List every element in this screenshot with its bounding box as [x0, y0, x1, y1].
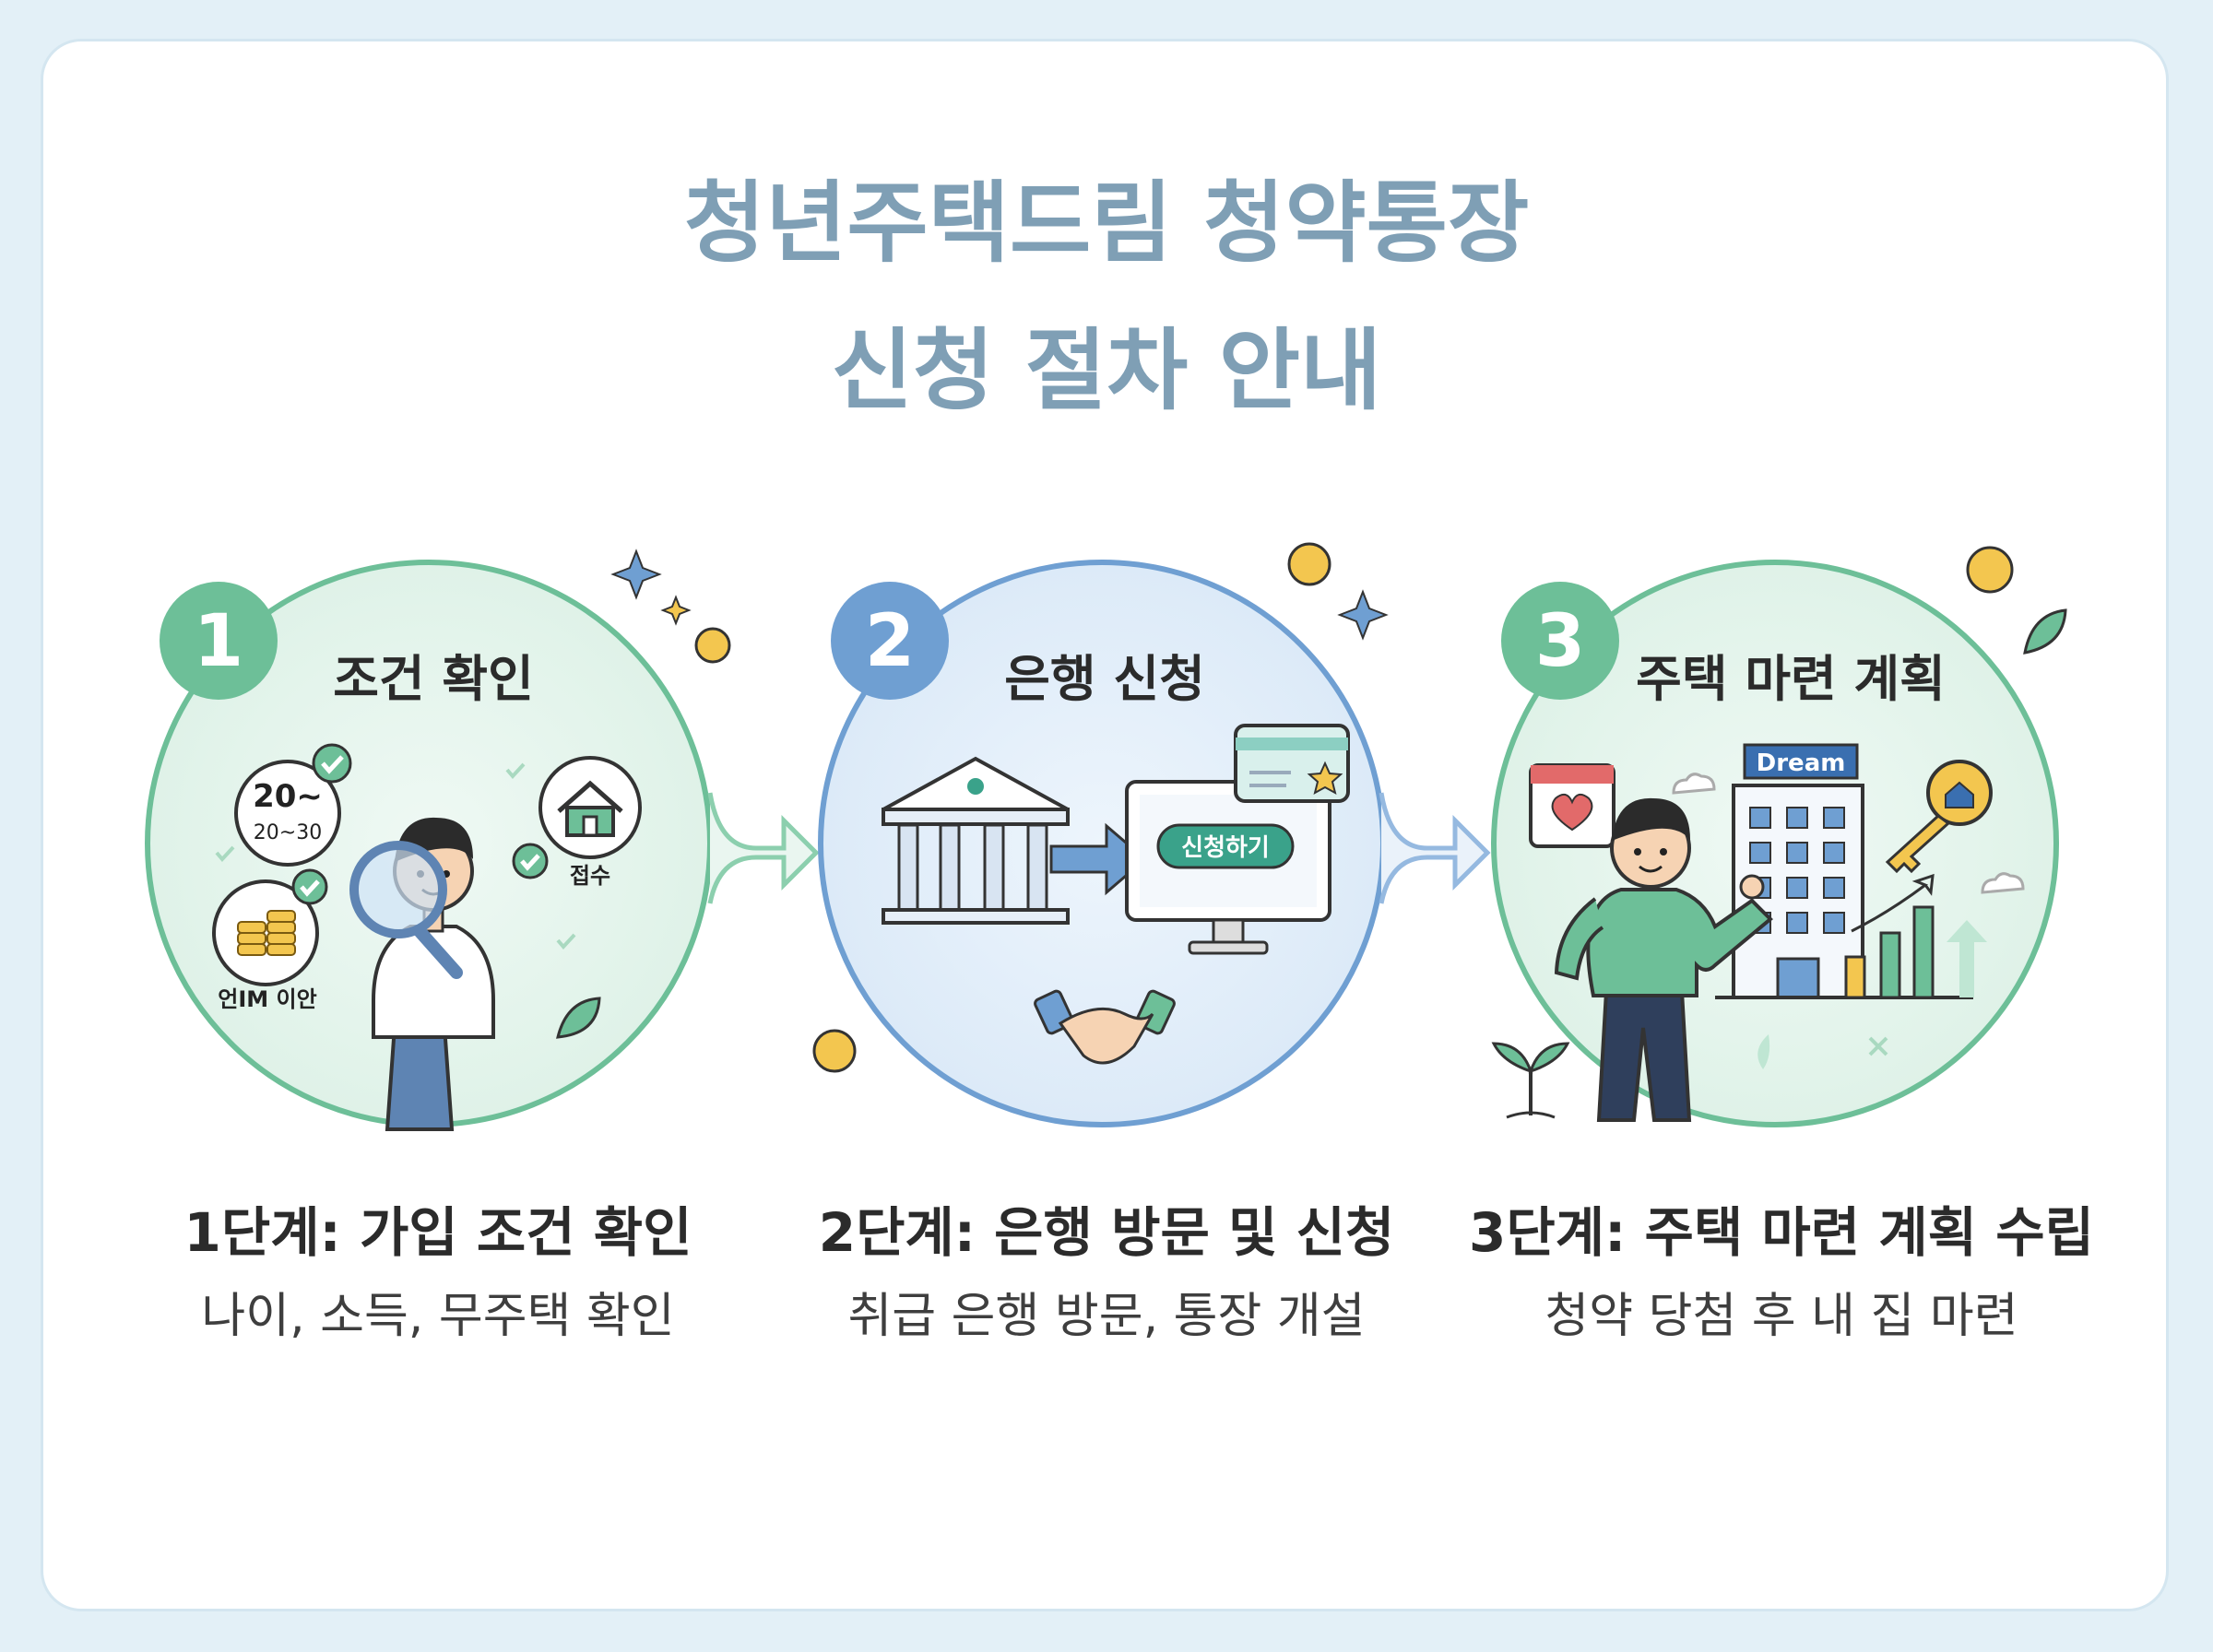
handshake-icon: [1034, 989, 1176, 1065]
step3-description: 청약 당첨 후 내 집 마련: [1544, 1289, 2018, 1344]
apply-button-label: 신청하기: [1181, 834, 1270, 862]
step1-description: 나이, 소득, 무주택 확인: [201, 1289, 675, 1344]
bank-icon: [882, 756, 1070, 925]
magnifier-icon: [349, 841, 447, 938]
calendar-heart-icon: [1529, 763, 1615, 848]
coin-icon: [1966, 546, 2014, 594]
leaf-icon: [2023, 608, 2067, 655]
step3-circle-label: 주택 마련 계획: [1636, 650, 1946, 708]
step2-number: 2: [865, 600, 915, 683]
page-title-line2: 신청 절차 안내: [831, 319, 1382, 422]
cloud-icon: [1981, 872, 2025, 894]
step2-title: 2단계: 은행 방문 및 신청: [818, 1201, 1395, 1264]
apply-button[interactable]: [1156, 823, 1295, 869]
check-icon: [512, 843, 549, 879]
step3-group: 3 주택 마련 계획 Dream: [1491, 560, 2059, 1127]
step2-description: 취급 은행 방문, 통장 개설: [847, 1289, 1366, 1344]
monitor-icon: 신청하기: [1125, 780, 1331, 955]
sparkle-icon: [660, 595, 692, 626]
house-icon: [512, 756, 642, 879]
step3-number-badge: [1501, 582, 1619, 700]
age-badge: 20~ 20~30: [234, 743, 352, 867]
step2-number-badge: [831, 582, 949, 700]
building-icon: Dream: [1715, 743, 1973, 999]
age-badge-big: 20~: [253, 778, 323, 815]
flow-arrow-2: [1379, 792, 1491, 904]
age-badge-small: 20~30: [254, 821, 322, 844]
step2-group: 2 은행 신청 신청하기: [818, 560, 1386, 1127]
coin-icon: [812, 1029, 857, 1073]
sparkle-icon: [1337, 589, 1389, 641]
flow-arrow-1: [707, 792, 820, 904]
page-title-line1: 청년주택드림 청약통장: [683, 171, 1530, 275]
cloud-icon: [1672, 773, 1716, 795]
card-icon: [1234, 724, 1350, 803]
person-illustration: [349, 817, 495, 1131]
house-badge-label: 접수: [570, 863, 610, 889]
person-illustration: [1554, 797, 1773, 1122]
step1-number: 1: [194, 600, 243, 683]
step1-circle-label: 조건 확인: [333, 650, 534, 708]
key-icon: [1885, 760, 1993, 874]
check-icon: [291, 868, 328, 905]
step3-number: 3: [1535, 600, 1585, 683]
coin-icon: [694, 627, 731, 664]
step1-number-badge: [160, 582, 278, 700]
step1-group: 1 조건 확인 20~ 20~30 언IM 이안: [145, 560, 713, 1131]
building-sign: Dream: [1757, 749, 1846, 777]
coins-icon: [212, 868, 328, 986]
step2-circle-label: 은행 신청: [1004, 650, 1205, 708]
step3-title: 3단계: 주택 마련 계획 수립: [1469, 1201, 2094, 1264]
sparkle-icon: [610, 549, 662, 600]
check-icon: [312, 743, 352, 784]
bar-chart-icon: [1844, 873, 1987, 999]
sprout-icon: [1491, 1042, 1570, 1119]
leaf-icon: [556, 997, 601, 1039]
income-badge-label: 언IM 이안: [218, 986, 316, 1012]
coin-icon: [1287, 542, 1331, 586]
step1-title: 1단계: 가입 조건 확인: [183, 1201, 692, 1264]
